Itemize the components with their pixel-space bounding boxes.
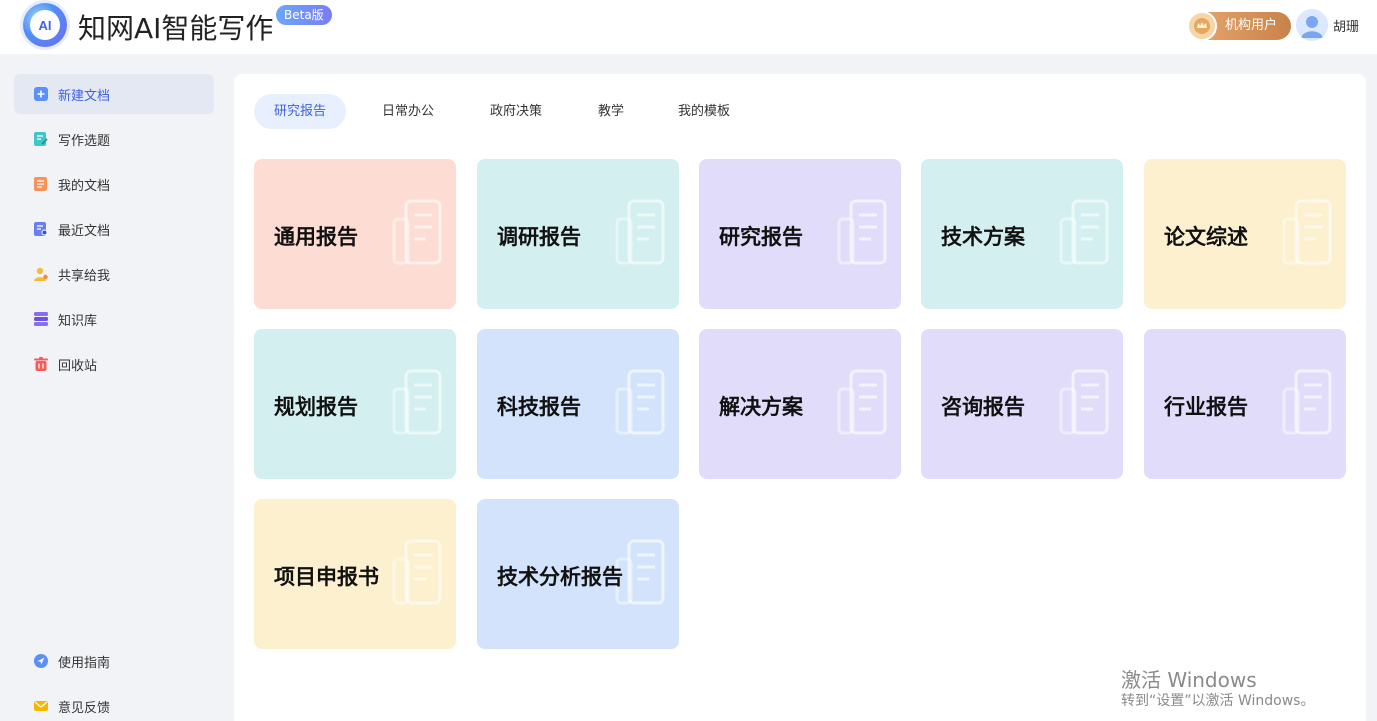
sidebar-item-recycle-bin[interactable]: 回收站 <box>14 344 214 384</box>
sidebar-item-feedback[interactable]: 意见反馈 <box>14 686 214 721</box>
tab-my-templates[interactable]: 我的模板 <box>678 104 731 119</box>
mail-icon <box>34 699 48 713</box>
document-watermark-icon <box>1059 199 1111 271</box>
sidebar-item-label: 使用指南 <box>58 655 111 671</box>
document-watermark-icon <box>392 369 444 441</box>
template-card-industry-report[interactable]: 行业报告 <box>1144 329 1346 479</box>
recent-document-icon <box>34 222 48 236</box>
org-user-badge[interactable]: 机构用户 <box>1187 11 1291 41</box>
sidebar-item-new-document[interactable]: 新建文档 <box>14 74 214 114</box>
sidebar-item-writing-topics[interactable]: 写作选题 <box>14 119 214 159</box>
sidebar-item-label: 共享给我 <box>58 268 111 284</box>
template-panel: 研究报告 日常办公 政府决策 教学 我的模板 通用报告 调研报告 研究报告 技术… <box>234 74 1366 721</box>
edit-note-icon <box>34 132 48 146</box>
document-watermark-icon <box>392 539 444 611</box>
template-card-solution[interactable]: 解决方案 <box>699 329 901 479</box>
template-card-research-report[interactable]: 研究报告 <box>699 159 901 309</box>
windows-activation-hint: 转到“设置”以激活 Windows。 <box>1121 693 1315 709</box>
sidebar-item-knowledge-base[interactable]: 知识库 <box>14 299 214 339</box>
template-card-technical-analysis-report[interactable]: 技术分析报告 <box>477 499 679 649</box>
document-watermark-icon <box>615 199 667 271</box>
card-label: 科技报告 <box>497 395 581 419</box>
tab-teaching[interactable]: 教学 <box>598 104 625 119</box>
document-watermark-icon <box>837 369 889 441</box>
card-label: 调研报告 <box>497 225 581 249</box>
card-label: 研究报告 <box>719 225 803 249</box>
document-watermark-icon <box>837 199 889 271</box>
sidebar-item-recent-documents[interactable]: 最近文档 <box>14 209 214 249</box>
card-label: 项目申报书 <box>274 565 379 589</box>
document-watermark-icon <box>1282 369 1334 441</box>
sidebar: 新建文档 写作选题 我的文档 最近文档 共享给我 知识库 回收站 <box>0 54 228 721</box>
crown-icon <box>1187 11 1217 41</box>
sidebar-item-label: 知识库 <box>58 313 98 329</box>
navigation-icon <box>34 654 48 668</box>
sidebar-item-label: 意见反馈 <box>58 700 111 716</box>
app-logo[interactable]: AI <box>23 3 67 47</box>
card-label: 咨询报告 <box>941 395 1025 419</box>
beta-badge: Beta版 <box>276 5 332 25</box>
template-card-planning-report[interactable]: 规划报告 <box>254 329 456 479</box>
document-watermark-icon <box>1282 199 1334 271</box>
sidebar-item-my-documents[interactable]: 我的文档 <box>14 164 214 204</box>
card-label: 论文综述 <box>1164 225 1248 249</box>
sidebar-item-user-guide[interactable]: 使用指南 <box>14 641 214 681</box>
template-card-consulting-report[interactable]: 咨询报告 <box>921 329 1123 479</box>
card-label: 技术方案 <box>941 225 1025 249</box>
plus-square-icon <box>34 87 48 101</box>
sidebar-item-label: 我的文档 <box>58 178 111 194</box>
app-title: 知网AI智能写作 <box>78 12 274 45</box>
document-watermark-icon <box>615 539 667 611</box>
windows-activation-title: 激活 Windows <box>1121 668 1257 692</box>
card-label: 行业报告 <box>1164 395 1248 419</box>
shared-user-icon <box>34 267 48 281</box>
avatar-icon <box>1296 9 1328 41</box>
card-label: 通用报告 <box>274 225 358 249</box>
user-avatar[interactable] <box>1296 9 1328 41</box>
trash-icon <box>34 357 48 371</box>
document-icon <box>34 177 48 191</box>
sidebar-item-label: 最近文档 <box>58 223 111 239</box>
card-label: 技术分析报告 <box>497 565 623 589</box>
sidebar-item-label: 写作选题 <box>58 133 111 149</box>
template-card-project-proposal[interactable]: 项目申报书 <box>254 499 456 649</box>
template-card-survey-report[interactable]: 调研报告 <box>477 159 679 309</box>
template-card-literature-review[interactable]: 论文综述 <box>1144 159 1346 309</box>
document-watermark-icon <box>1059 369 1111 441</box>
sidebar-item-label: 新建文档 <box>58 88 111 104</box>
template-card-sci-tech-report[interactable]: 科技报告 <box>477 329 679 479</box>
tab-daily-office[interactable]: 日常办公 <box>382 104 435 119</box>
sidebar-item-shared-with-me[interactable]: 共享给我 <box>14 254 214 294</box>
card-label: 规划报告 <box>274 395 358 419</box>
document-watermark-icon <box>615 369 667 441</box>
document-watermark-icon <box>392 199 444 271</box>
top-header: AI 知网AI智能写作 Beta版 机构用户 胡珊 <box>0 0 1377 54</box>
org-badge-label: 机构用户 <box>1225 18 1278 33</box>
database-icon <box>34 312 48 326</box>
username[interactable]: 胡珊 <box>1333 20 1360 35</box>
tab-government-decision[interactable]: 政府决策 <box>490 104 543 119</box>
sidebar-item-label: 回收站 <box>58 358 98 374</box>
template-card-general-report[interactable]: 通用报告 <box>254 159 456 309</box>
template-card-technical-plan[interactable]: 技术方案 <box>921 159 1123 309</box>
tab-research-report[interactable]: 研究报告 <box>254 94 347 129</box>
card-label: 解决方案 <box>719 395 803 419</box>
logo-text: AI <box>30 10 60 40</box>
